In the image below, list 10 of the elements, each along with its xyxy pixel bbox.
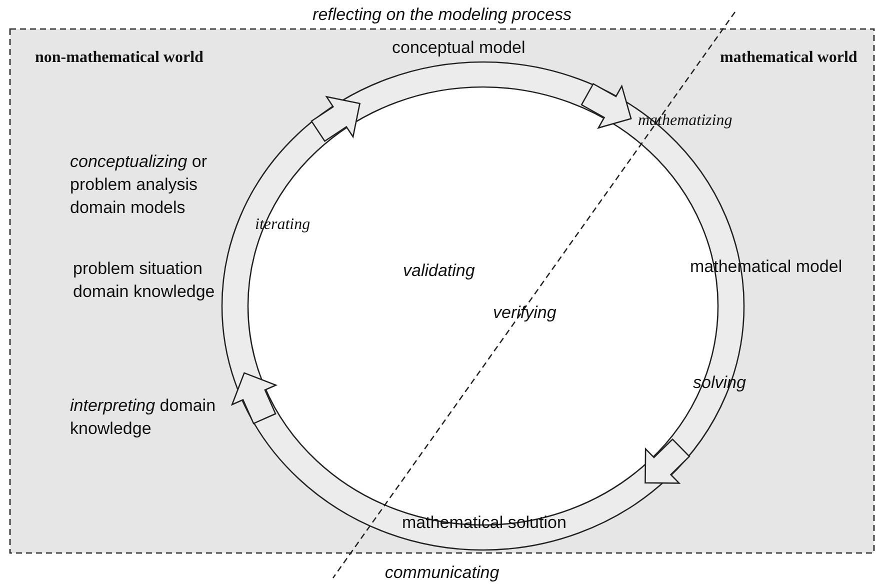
stage-label: problem situation domain knowledge	[73, 259, 215, 301]
process-label: interpreting domain knowledge	[70, 396, 216, 438]
process-label: validating	[403, 261, 475, 280]
stage-label: conceptual model	[392, 38, 526, 57]
communication-caption: communicating	[384, 563, 500, 582]
region-heading: non-mathematical world	[35, 49, 204, 66]
reflection-caption: reflecting on the modeling process	[312, 5, 572, 24]
region-heading: mathematical world	[720, 49, 858, 66]
process-label: conceptualizing or problem analysis domain models	[70, 152, 208, 217]
process-label: verifying	[493, 303, 556, 322]
